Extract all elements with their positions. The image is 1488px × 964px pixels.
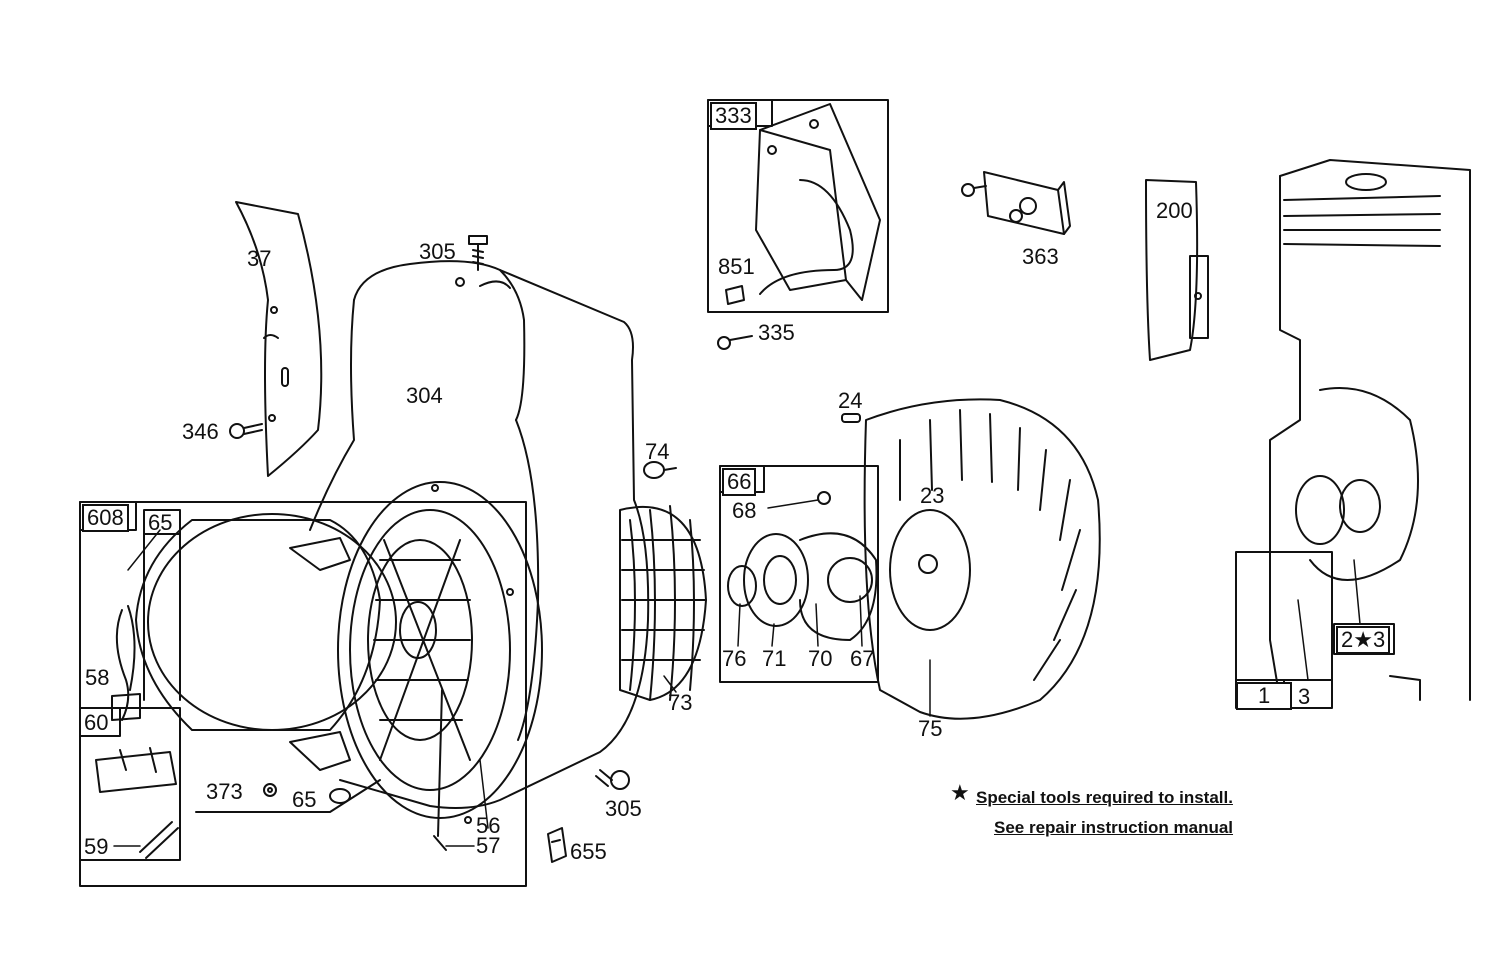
label-56: 56 xyxy=(476,813,501,838)
part-59-pin xyxy=(139,821,179,859)
part-37-baffle xyxy=(235,201,323,477)
box-66-clutch xyxy=(719,465,879,683)
part-363-bracket xyxy=(961,171,1071,235)
part-335-screw xyxy=(717,335,753,350)
part-24-key xyxy=(841,413,861,423)
part-73-screen xyxy=(619,505,707,701)
part-373-nut xyxy=(263,783,277,797)
part-74-nut xyxy=(643,461,677,479)
label-75: 75 xyxy=(918,716,943,741)
label-76: 76 xyxy=(722,646,747,671)
label-3: 3 xyxy=(1298,684,1311,709)
label-24: 24 xyxy=(838,388,863,413)
label-304: 304 xyxy=(406,383,443,408)
label-71: 71 xyxy=(762,646,787,671)
part-65-rewind-cover xyxy=(135,513,397,813)
special-tools-note: Special tools required to install. xyxy=(976,788,1233,807)
repair-manual-note: See repair instruction manual xyxy=(994,818,1234,837)
label-37: 37 xyxy=(247,246,272,271)
part-23-flywheel xyxy=(863,398,1101,720)
label-23: 23 xyxy=(920,483,945,508)
part-200-plate xyxy=(1145,179,1209,361)
label-363: 363 xyxy=(1022,244,1059,269)
box-333-ignition xyxy=(707,99,889,313)
label-335: 335 xyxy=(758,320,795,345)
part-57-rope-handle xyxy=(433,689,447,851)
label-373: 373 xyxy=(206,779,243,804)
part-60-grip xyxy=(95,693,177,793)
part-58-rope xyxy=(115,605,136,721)
label-59: 59 xyxy=(84,834,109,859)
part-346-screw xyxy=(229,423,263,439)
label-851: 851 xyxy=(718,254,755,279)
label-608: 608 xyxy=(82,504,129,532)
star-icon: ★ xyxy=(950,780,970,805)
label-305-bottom: 305 xyxy=(605,796,642,821)
label-70: 70 xyxy=(808,646,833,671)
label-333: 333 xyxy=(710,102,757,130)
label-60: 60 xyxy=(84,710,109,735)
label-73: 73 xyxy=(668,690,693,715)
box-608-assembly xyxy=(79,501,527,887)
part-305-screw-bottom xyxy=(595,769,630,790)
label-305-top: 305 xyxy=(419,239,456,264)
label-346: 346 xyxy=(182,419,219,444)
label-66: 66 xyxy=(722,468,757,496)
part-304-blower-housing xyxy=(309,260,650,824)
label-2-star-3: 2★3 xyxy=(1336,626,1391,654)
label-1: 1 xyxy=(1236,682,1293,710)
part-56-starter-pulley xyxy=(337,481,543,819)
label-74: 74 xyxy=(645,439,670,464)
part-655-clip xyxy=(547,827,567,863)
label-57: 57 xyxy=(476,833,501,858)
label-200: 200 xyxy=(1156,198,1193,223)
label-65-cover: 65 xyxy=(148,510,173,535)
label-655: 655 xyxy=(570,839,607,864)
part-65-washer xyxy=(329,788,351,804)
label-65-washer: 65 xyxy=(292,787,317,812)
leader-lines xyxy=(113,499,1361,847)
label-68: 68 xyxy=(732,498,757,523)
label-58: 58 xyxy=(85,665,110,690)
label-67: 67 xyxy=(850,646,875,671)
